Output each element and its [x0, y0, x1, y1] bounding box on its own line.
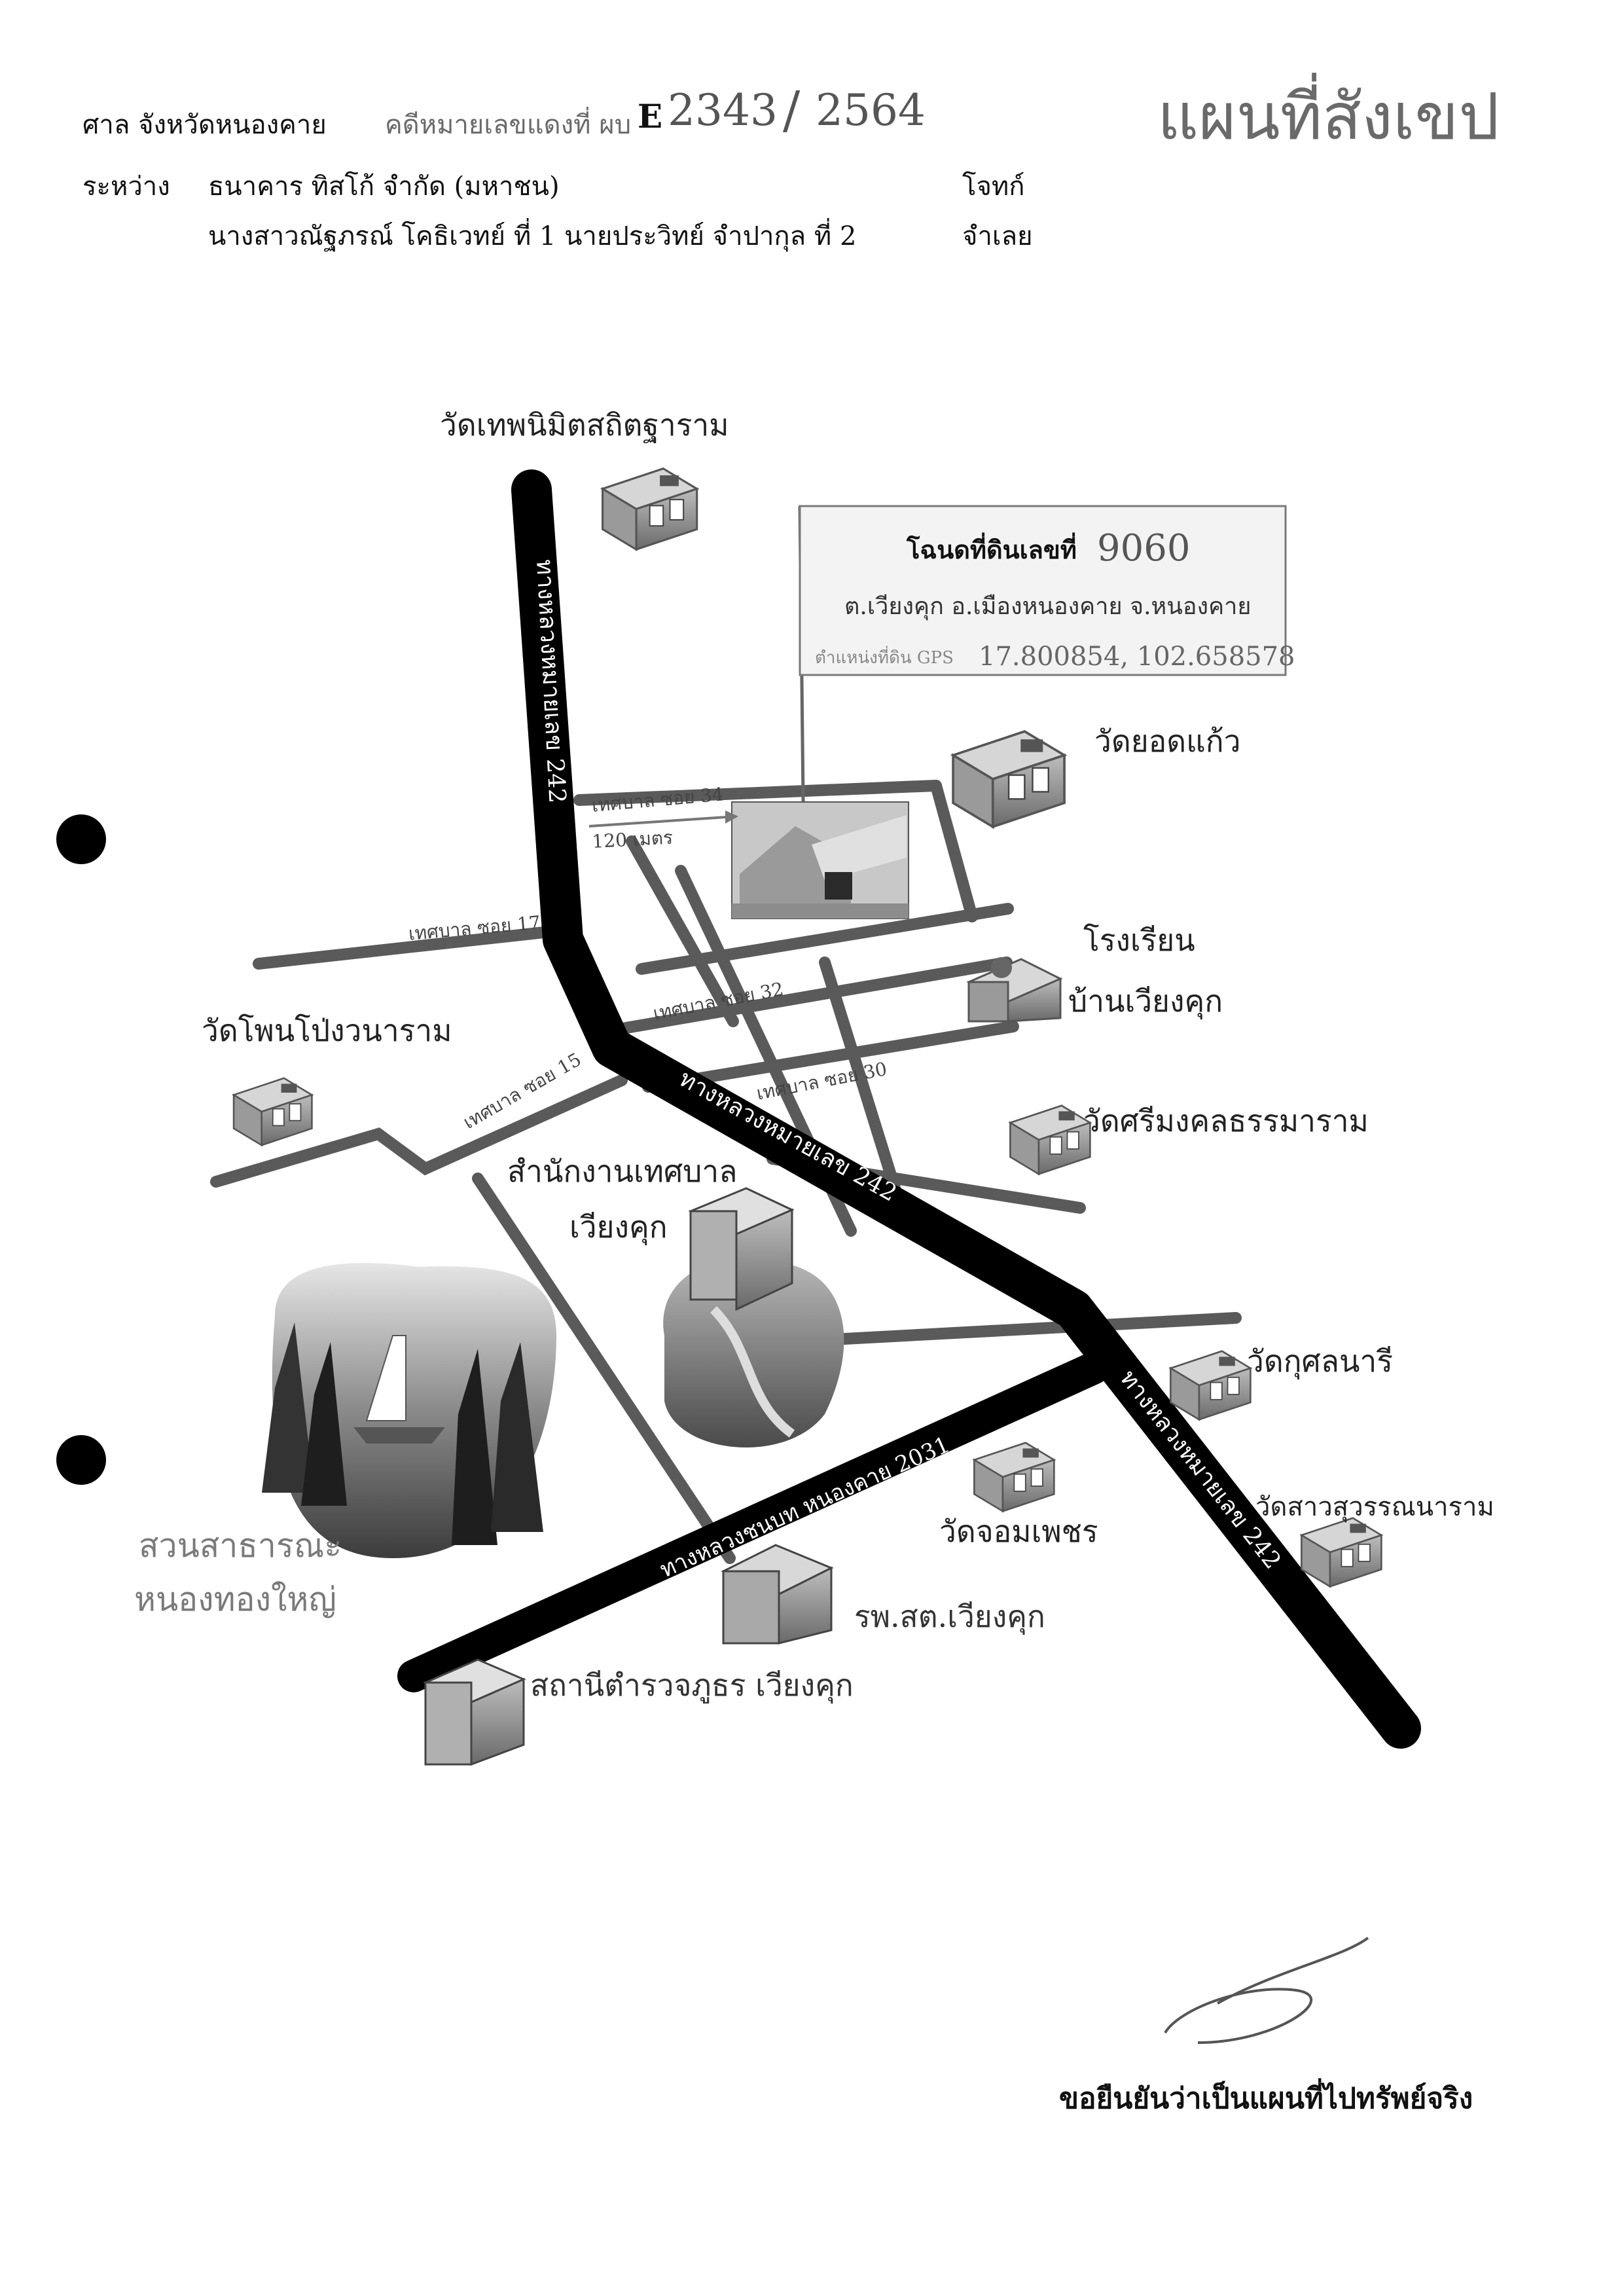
temple-icon — [1170, 1350, 1252, 1421]
plaintiff-name: ธนาคาร ทิสโก้ จำกัด (มหาชน) — [208, 172, 560, 202]
property-photo — [731, 801, 909, 919]
landmark-label: วัดกุศลนารี — [1247, 1343, 1393, 1380]
distance-label: 120 เมตร — [592, 827, 674, 852]
landmark-label: วัดศรีมงคลธรรมาราม — [1083, 1103, 1369, 1139]
deed-location: ต.เวียงคุก อ.เมืองหนองคาย จ.หนองคาย — [844, 593, 1251, 621]
landmark-label: สวนสาธารณะ — [139, 1527, 342, 1565]
hospital-icon — [721, 1544, 834, 1645]
street-label: เทศบาล ซอย 34 — [591, 783, 725, 816]
gps-value: 17.800854, 102.658578 — [979, 642, 1295, 672]
landmark-label: สถานีตำรวจภูธร เวียงคุก — [530, 1667, 854, 1704]
deed-number: 9060 — [1097, 527, 1191, 570]
school-icon — [966, 957, 1063, 1023]
info-box-title: โฉนดที่ดินเลขที่ — [906, 532, 1077, 564]
landmark-label: วัดสาวสุวรรณนาราม — [1255, 1492, 1494, 1523]
temple-icon — [973, 1442, 1055, 1512]
defendant-role: จำเลย — [962, 221, 1033, 251]
gps-label: ตำแหน่งที่ดิน GPS — [815, 646, 954, 668]
signature-mark — [1164, 1937, 1369, 2044]
landmark-label: วัดจอมเพชร — [939, 1514, 1098, 1549]
landmark-label: วัดยอดแก้ว — [1094, 723, 1241, 759]
landmark-label: เวียงคุก — [569, 1209, 668, 1246]
police-station-icon — [423, 1658, 526, 1766]
municipal-office-icon — [663, 1187, 844, 1448]
landmark-label: วัดเทพนิมิตสถิตฐาราม — [440, 407, 729, 443]
landmark-label: หนองทองใหญ่ — [134, 1580, 336, 1618]
case-year: 2564 — [816, 85, 926, 136]
temple-icon — [952, 730, 1066, 828]
landmark-label: วัดโพนโป่งวนาราม — [202, 1013, 452, 1048]
confirmation-text: ขอยืนยันว่าเป็นแผนที่ไปทรัพย์จริง — [1059, 2082, 1473, 2115]
plaintiff-role: โจทก์ — [962, 172, 1025, 202]
defendant-names: นางสาวณัฐภรณ์ โคธิเวทย์ ที่ 1 นายประวิทย… — [208, 221, 857, 251]
punch-hole — [56, 814, 106, 864]
highway-242 — [511, 469, 1421, 1749]
case-label: คดีหมายเลขแดงที่ ผบ — [385, 110, 632, 140]
document-title: แผนที่สังเขป — [1157, 80, 1500, 155]
temple-icon — [232, 1077, 313, 1146]
temple-icon — [602, 467, 698, 551]
landmark-label: โรงเรียน — [1083, 922, 1195, 958]
between-label: ระหว่าง — [82, 172, 170, 202]
court-name: ศาล จังหวัดหนองคาย — [82, 110, 327, 140]
case-slash: / — [783, 81, 801, 140]
case-prefix: E — [638, 97, 663, 136]
landmark-label: บ้านเวียงคุก — [1068, 983, 1223, 1020]
landmark-label: รพ.สต.เวียงคุก — [854, 1599, 1045, 1635]
landmark-label: สำนักงานเทศบาล — [507, 1154, 737, 1189]
rural-road-2031 — [397, 1352, 1109, 1692]
temple-icon — [1301, 1517, 1382, 1588]
case-number: 2343 — [668, 85, 778, 136]
temple-icon — [1009, 1104, 1091, 1175]
municipal-streets — [210, 780, 1242, 1564]
park-icon — [262, 1263, 556, 1558]
punch-hole — [56, 1435, 106, 1485]
